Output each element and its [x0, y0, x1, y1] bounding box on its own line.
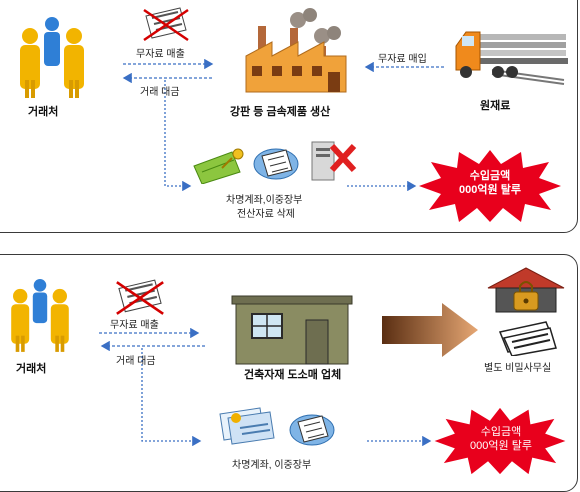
- bankbook-forms-icon: [219, 407, 275, 445]
- double-ledger-icon: [289, 414, 335, 446]
- factory-icon: [245, 8, 347, 93]
- store-label: 건축자재 도소매 업체: [244, 369, 342, 381]
- server-delete-icon: [311, 141, 357, 181]
- records-label-line1: 차명계좌,이중장부: [226, 195, 303, 206]
- bankbook-key-icon: [193, 148, 244, 184]
- records-label-2: 차명계좌, 이중장부: [232, 460, 312, 471]
- connector-layer: [99, 58, 478, 447]
- purchase-label-1: 무자료 매입: [378, 54, 427, 65]
- records-label-line2: 전산자료 삭제: [237, 209, 295, 220]
- sale-label-2: 무자료 매출: [110, 320, 159, 331]
- big-arrow: [382, 303, 478, 357]
- truck-icon: [455, 31, 568, 85]
- ledger-document-icon: [253, 148, 299, 180]
- store-building-icon: [231, 295, 353, 365]
- partners-figures-icon: [20, 17, 84, 98]
- burst-text-2-line1: 수입금액: [480, 426, 522, 438]
- secret-documents-icon: [498, 321, 557, 356]
- burst-text-1-line1: 수입금액: [469, 170, 511, 182]
- burst-text-1-line2: 000억원 탈루: [459, 184, 521, 196]
- partners-label-2: 거래처: [16, 363, 47, 375]
- tax-evasion-burst-2: [434, 407, 566, 475]
- partners-figures-icon-2: [11, 279, 69, 352]
- records-connector-1: [164, 80, 192, 192]
- burst-text-2-line2: 000억원 탈루: [470, 440, 532, 452]
- payment-label-1: 거래 대금: [140, 87, 180, 98]
- payment-label-2: 거래 대금: [116, 356, 156, 367]
- no-records-document-icon-2: [116, 279, 164, 315]
- secret-office-label: 별도 비밀사무실: [484, 363, 552, 374]
- no-records-document-icon: [143, 7, 189, 42]
- records-connector-2: [141, 348, 202, 447]
- raw-material-label: 원재료: [480, 100, 511, 112]
- factory-label: 강판 등 금속제품 생산: [230, 106, 331, 118]
- house-lock-icon: [487, 267, 565, 313]
- partners-label-1: 거래처: [28, 106, 59, 118]
- tax-evasion-burst-1: [419, 150, 561, 222]
- sale-label-1: 무자료 매출: [136, 49, 185, 60]
